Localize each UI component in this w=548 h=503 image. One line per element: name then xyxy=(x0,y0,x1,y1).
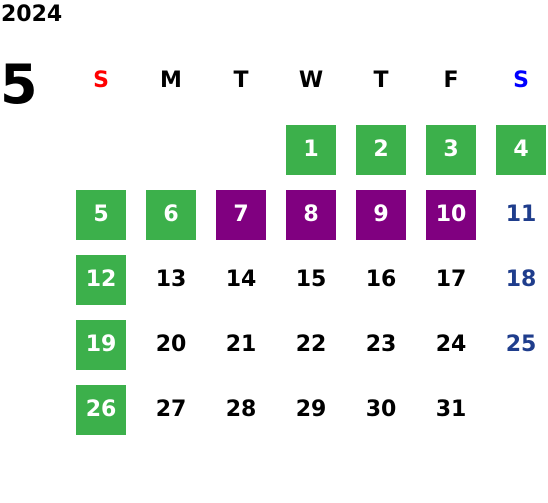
calendar-month: 5 xyxy=(0,53,38,116)
calendar-day-31[interactable]: 31 xyxy=(435,397,467,422)
calendar-day-15[interactable]: 15 xyxy=(295,267,327,292)
calendar-day-14[interactable]: 14 xyxy=(225,267,257,292)
calendar-day-5[interactable]: 5 xyxy=(76,190,126,240)
calendar-day-8[interactable]: 8 xyxy=(286,190,336,240)
calendar-day-22[interactable]: 22 xyxy=(295,332,327,357)
calendar-day-12[interactable]: 12 xyxy=(76,255,126,305)
calendar-day-11[interactable]: 11 xyxy=(505,202,537,227)
calendar-day-26[interactable]: 26 xyxy=(76,385,126,435)
calendar-day-20[interactable]: 20 xyxy=(155,332,187,357)
calendar-day-16[interactable]: 16 xyxy=(365,267,397,292)
calendar-day-3[interactable]: 3 xyxy=(426,125,476,175)
calendar-day-7[interactable]: 7 xyxy=(216,190,266,240)
calendar-day-23[interactable]: 23 xyxy=(365,332,397,357)
calendar-day-21[interactable]: 21 xyxy=(225,332,257,357)
calendar-day-29[interactable]: 29 xyxy=(295,397,327,422)
calendar-day-17[interactable]: 17 xyxy=(435,267,467,292)
calendar-day-9[interactable]: 9 xyxy=(356,190,406,240)
calendar-day-24[interactable]: 24 xyxy=(435,332,467,357)
weekday-header-wed: W xyxy=(298,68,324,93)
weekday-header-thu: T xyxy=(373,68,389,93)
calendar-day-1[interactable]: 1 xyxy=(286,125,336,175)
calendar-day-28[interactable]: 28 xyxy=(225,397,257,422)
calendar-day-2[interactable]: 2 xyxy=(356,125,406,175)
weekday-header-sat: S xyxy=(513,68,529,93)
calendar-day-30[interactable]: 30 xyxy=(365,397,397,422)
calendar-day-18[interactable]: 18 xyxy=(505,267,537,292)
calendar-day-13[interactable]: 13 xyxy=(155,267,187,292)
calendar-day-4[interactable]: 4 xyxy=(496,125,546,175)
weekday-header-fri: F xyxy=(443,68,459,93)
weekday-header-tue: T xyxy=(233,68,249,93)
weekday-header-sun: S xyxy=(93,68,109,93)
calendar-day-25[interactable]: 25 xyxy=(505,332,537,357)
calendar-day-6[interactable]: 6 xyxy=(146,190,196,240)
calendar-day-10[interactable]: 10 xyxy=(426,190,476,240)
weekday-header-mon: M xyxy=(160,68,182,93)
calendar-day-19[interactable]: 19 xyxy=(76,320,126,370)
calendar-year: 2024 xyxy=(1,2,63,27)
calendar-day-27[interactable]: 27 xyxy=(155,397,187,422)
